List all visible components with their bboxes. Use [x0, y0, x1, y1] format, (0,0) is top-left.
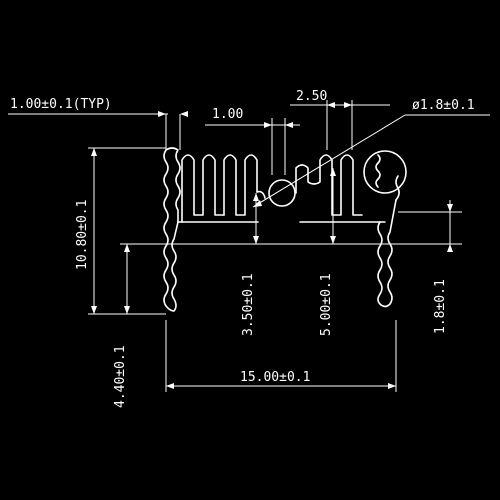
left-pin-outline: [163, 149, 179, 312]
dim-slot-small: 3.50±0.1: [241, 273, 256, 336]
fin-2: [223, 154, 258, 216]
dim-overall-height: 10.80±0.1: [75, 200, 90, 270]
slot-left: [256, 190, 266, 199]
fin-1: [181, 154, 225, 223]
hole-small: [268, 179, 296, 207]
body-right-edge: [395, 175, 400, 201]
dim-slot-large: 5.00±0.1: [319, 273, 334, 336]
hole-large-inner: [375, 154, 381, 188]
dim-fin-gap: 1.00: [212, 107, 243, 122]
dim-hole-diameter: ø1.8±0.1: [412, 98, 475, 113]
dim-pin-offset: 1.8±0.1: [433, 279, 448, 334]
heatsink-outline: [163, 147, 407, 312]
right-pin-outline: [377, 199, 397, 308]
dim-fin-pitch: 2.50: [296, 89, 327, 104]
dim-fin-thickness: 1.00±0.1(TYP): [10, 97, 112, 112]
hole-large: [363, 150, 407, 194]
dim-overall-width: 15.00±0.1: [240, 370, 310, 385]
left-pin-top: [165, 147, 181, 223]
slot-mid: [295, 154, 363, 216]
dim-pin-length: 4.40±0.1: [113, 345, 128, 408]
dimension-lines: [8, 100, 490, 392]
